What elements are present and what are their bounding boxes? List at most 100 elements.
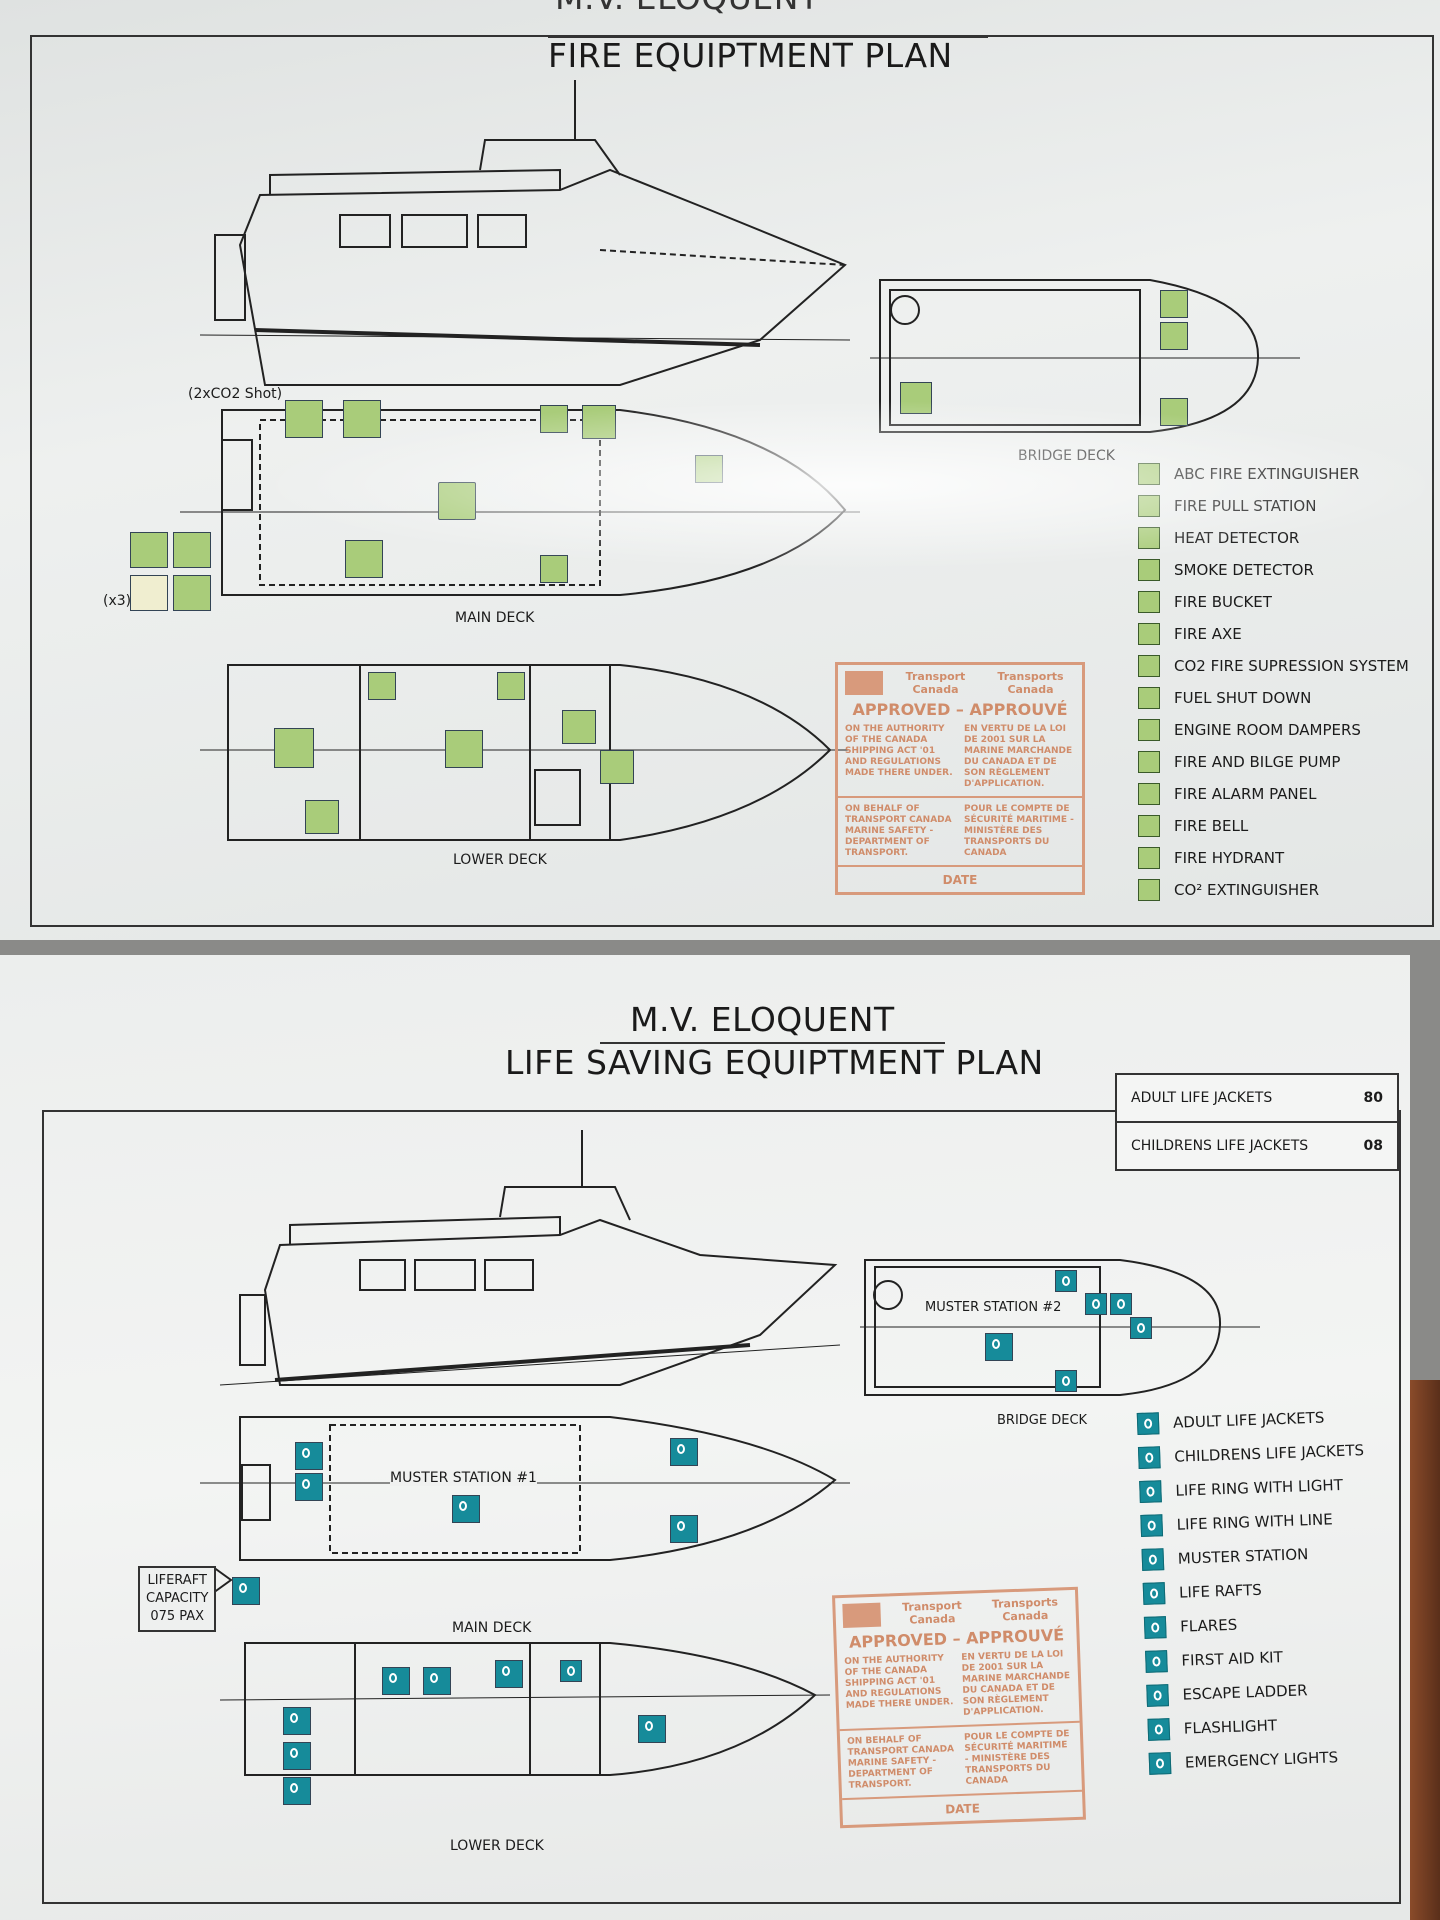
legend-label: CO² EXTINGUISHER — [1174, 881, 1320, 899]
legend-item: CO² EXTINGUISHER — [1138, 874, 1409, 906]
stamp-date-label: DATE — [944, 1801, 981, 1817]
stamp-date-label: DATE — [942, 873, 978, 887]
life-ring-with-line-icon — [295, 1473, 323, 1501]
abc-fire-extinguisher-icon — [497, 672, 525, 700]
legend-label: ENGINE ROOM DAMPERS — [1174, 721, 1361, 739]
legend-label: FIRST AID KIT — [1181, 1648, 1284, 1670]
side-profile — [219, 1130, 841, 1386]
childrens-life-jackets-icon — [1137, 1446, 1161, 1470]
abc-fire-extinguisher-icon — [695, 455, 723, 483]
stamp-authority-en: ON THE AUTHORITY OF THE CANADA SHIPPING … — [844, 1653, 954, 1711]
life-rafts-icon — [1142, 1582, 1166, 1605]
emergency-lights-icon — [1148, 1752, 1172, 1775]
fire-hydrant-icon — [900, 382, 932, 414]
fire-and-bilge-pump-icon — [305, 800, 339, 834]
legend-label: FIRE ALARM PANEL — [1174, 785, 1317, 803]
abc-fire-extinguisher-icon — [1160, 398, 1188, 426]
abc-fire-extinguisher-icon — [1138, 463, 1160, 485]
childrens-life-jackets-icon — [1110, 1293, 1132, 1315]
escape-ladder-icon — [382, 1667, 410, 1695]
legend-item: FIRE BELL — [1138, 810, 1409, 842]
legend-item: FUEL SHUT DOWN — [1138, 682, 1409, 714]
legend-label: MUSTER STATION — [1177, 1545, 1309, 1568]
fire-bell-icon — [1138, 815, 1160, 837]
heat-detector-icon — [600, 750, 634, 784]
stamp-divider — [838, 865, 1082, 867]
legend-label: ABC FIRE EXTINGUISHER — [1174, 465, 1360, 483]
life-plan-drawings — [200, 1130, 1260, 1776]
fire-axe-icon — [173, 575, 211, 611]
legend-item: SMOKE DETECTOR — [1138, 554, 1409, 586]
stamp-approved: APPROVED – APPROUVÉ — [852, 700, 1068, 719]
liferaft-capacity-callout: LIFERAFT CAPACITY 075 PAX — [138, 1566, 217, 1632]
legend-label: ADULT LIFE JACKETS — [1172, 1408, 1325, 1432]
legend-label: LIFE RAFTS — [1178, 1580, 1263, 1602]
legend-label: EMERGENCY LIGHTS — [1184, 1748, 1339, 1772]
muster-station-icon — [1141, 1548, 1165, 1571]
emergency-lights-icon — [283, 1707, 311, 1735]
fire-pull-station-icon — [582, 405, 616, 439]
stamp-agency-en: Transport Canada — [901, 1598, 962, 1627]
fire-and-bilge-pump-icon — [173, 532, 211, 568]
co2-fire-supression-system-icon — [1138, 655, 1160, 677]
fire-and-bilge-pump-icon — [1138, 751, 1160, 773]
legend-label: LIFE RING WITH LINE — [1176, 1510, 1333, 1534]
stamp-behalf-en: ON BEHALF OF TRANSPORT CANADA MARINE SAF… — [845, 804, 952, 858]
heat-detector-icon — [1138, 527, 1160, 549]
life-ring-icon — [1085, 1293, 1107, 1315]
lower-deck-label: LOWER DECK — [453, 852, 547, 868]
canada-flag-icon — [845, 671, 883, 695]
legend-item: ABC FIRE EXTINGUISHER — [1138, 458, 1409, 490]
flashlight-icon — [1147, 1718, 1171, 1741]
co-extinguisher-icon — [1138, 879, 1160, 901]
main-deck-plan — [180, 409, 860, 596]
legend-label: FUEL SHUT DOWN — [1174, 689, 1312, 707]
flashlight-icon — [283, 1742, 311, 1770]
escape-ladder-icon — [1146, 1684, 1169, 1707]
smoke-detector-icon — [274, 728, 314, 768]
stamp-header: Transport Canada Transports Canada — [845, 670, 1075, 696]
abc-fire-extinguisher-icon — [540, 405, 568, 433]
legend-label: CO2 FIRE SUPRESSION SYSTEM — [1174, 657, 1409, 675]
emergency-lights-icon — [423, 1667, 451, 1695]
fuel-shut-down-icon — [343, 400, 381, 438]
legend-item: FIRE ALARM PANEL — [1138, 778, 1409, 810]
approval-stamp: Transport Canada Transports Canada APPRO… — [832, 1586, 1086, 1829]
legend-label: FLARES — [1179, 1615, 1238, 1636]
fire-hydrant-icon — [1138, 847, 1160, 869]
lower-deck-label: LOWER DECK — [450, 1838, 544, 1854]
title-underline — [548, 36, 988, 38]
fuel-shut-down-icon — [345, 540, 383, 578]
legend-label: HEAT DETECTOR — [1174, 529, 1300, 547]
life-ring-with-light-icon — [295, 1442, 323, 1470]
stamp-behalf-en: ON BEHALF OF TRANSPORT CANADA MARINE SAF… — [846, 1734, 955, 1791]
bridge-deck-label: BRIDGE DECK — [1018, 448, 1115, 464]
legend-item: HEAT DETECTOR — [1138, 522, 1409, 554]
legend-item: FIRE BUCKET — [1138, 586, 1409, 618]
legend-label: ESCAPE LADDER — [1182, 1681, 1308, 1704]
adult-life-jackets-icon — [1055, 1370, 1077, 1392]
main-deck-label: MAIN DECK — [455, 610, 535, 626]
stamp-authority-en: ON THE AUTHORITY OF THE CANADA SHIPPING … — [845, 724, 953, 778]
co2-suppression-system-icon — [285, 400, 323, 438]
legend-label: FIRE AXE — [1174, 625, 1242, 643]
legend-label: LIFE RING WITH LIGHT — [1175, 1475, 1344, 1500]
muster-station-icon — [452, 1495, 480, 1523]
smoke-detector-icon — [438, 482, 476, 520]
flares-icon — [1130, 1317, 1152, 1339]
fire-bucket-icon — [130, 575, 168, 611]
heat-detector-icon — [445, 730, 483, 768]
legend-label: FLASHLIGHT — [1183, 1716, 1278, 1738]
fire-pull-station-icon — [1138, 495, 1160, 517]
stamp-agency-fr: Transports Canada — [991, 1595, 1059, 1624]
fire-equipment-poster: M.V. ELOQUENT FIRE EQUIPTMENT PLAN — [0, 0, 1440, 940]
legend-label: SMOKE DETECTOR — [1174, 561, 1314, 579]
stamp-authority-fr: EN VERTU DE LA LOI DE 2001 SUR LA MARINE… — [961, 1649, 1071, 1718]
poster-border — [42, 1110, 1401, 1904]
fire-alarm-panel-icon — [1160, 290, 1188, 318]
fuel-shut-down-icon — [1138, 687, 1160, 709]
muster-station-2-label: MUSTER STATION #2 — [925, 1300, 1062, 1315]
fire-bell-icon — [1160, 322, 1188, 350]
